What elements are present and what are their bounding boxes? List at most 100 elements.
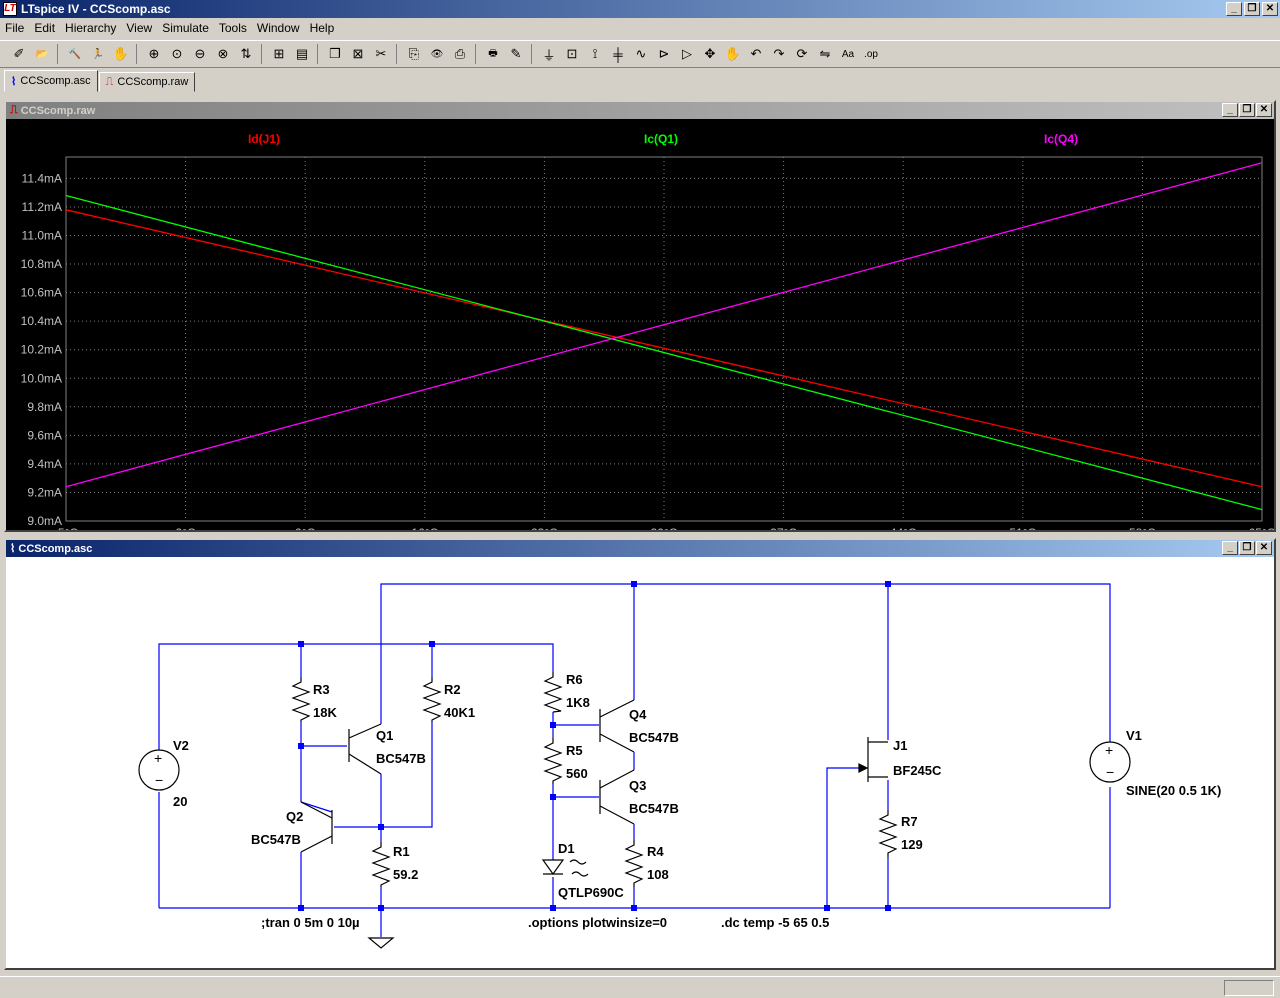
- resistor-r6-symbol: [543, 672, 563, 713]
- waveform-icon: ⎍: [10, 104, 18, 116]
- close-button[interactable]: ✕: [1256, 103, 1272, 117]
- print-icon[interactable]: 🖶: [488, 47, 498, 59]
- close-button[interactable]: ✕: [1262, 2, 1278, 16]
- d1-name: D1: [558, 841, 575, 856]
- capacitor-icon[interactable]: ╪: [613, 46, 623, 62]
- schematic-window-titlebar[interactable]: ⌇ CCScomp.asc _ ❐ ✕: [6, 540, 1274, 557]
- x-tick-label: 16°C: [411, 526, 438, 530]
- menu-help[interactable]: Help: [309, 21, 335, 35]
- series-line-1: [65, 194, 1263, 511]
- toolbar-separator: [136, 44, 142, 64]
- tab-schematic[interactable]: ⌇ CCScomp.asc: [4, 70, 98, 92]
- legend-label: Ic(Q1): [644, 132, 678, 146]
- x-tick-label: 23°C: [531, 526, 558, 530]
- toolbar-separator: [396, 44, 402, 64]
- minimize-button[interactable]: _: [1226, 2, 1242, 16]
- rotate-icon[interactable]: ⟳: [796, 46, 808, 61]
- inductor-icon[interactable]: ∿: [635, 46, 647, 61]
- tile-horizontal-icon[interactable]: ▤: [295, 46, 309, 61]
- minimize-button[interactable]: _: [1222, 103, 1238, 117]
- mirror-icon[interactable]: ⇋: [819, 46, 831, 61]
- v2-value: 20: [173, 794, 187, 809]
- find-icon[interactable]: 👁: [430, 48, 444, 60]
- q4-name: Q4: [629, 707, 647, 722]
- component-icon[interactable]: ▷: [682, 46, 692, 61]
- waveform-plot[interactable]: -5°C2°C9°C16°C23°C30°C37°C44°C51°C58°C65…: [6, 119, 1274, 530]
- zoom-area-icon[interactable]: ⊙: [171, 46, 183, 61]
- r2-name: R2: [444, 682, 461, 697]
- q4-value: BC547B: [629, 730, 679, 745]
- resistor-r1-symbol: [371, 842, 391, 887]
- undo-icon[interactable]: ↶: [750, 46, 762, 61]
- diode-icon[interactable]: ⊳: [658, 46, 670, 61]
- q3-value: BC547B: [629, 801, 679, 816]
- cascade-icon[interactable]: ❐: [329, 46, 341, 61]
- plot-window-titlebar[interactable]: ⎍ CCScomp.raw _ ❐ ✕: [6, 102, 1274, 119]
- series-line-2: [65, 162, 1263, 488]
- drag-icon[interactable]: ✋: [724, 46, 742, 61]
- menu-hierarchy[interactable]: Hierarchy: [65, 21, 117, 35]
- waveform-icon: ⎍: [105, 75, 114, 88]
- resistor-icon[interactable]: ⟟: [592, 46, 598, 61]
- spice-directive-icon[interactable]: .op: [864, 48, 878, 60]
- halt-icon[interactable]: ✋: [112, 46, 130, 61]
- minimize-button[interactable]: _: [1222, 541, 1238, 555]
- close-button[interactable]: ✕: [1256, 541, 1272, 555]
- tab-waveform[interactable]: ⎍ CCScomp.raw: [98, 72, 196, 92]
- control-panel-icon[interactable]: 🔨: [68, 48, 82, 60]
- source-polarity: +− +−: [154, 742, 1114, 788]
- schematic-canvas[interactable]: +− +− R3 18K R2 40K1 Q1 BC547B Q2 BC547B…: [6, 557, 1274, 968]
- x-tick-label: 9°C: [295, 526, 315, 530]
- zoom-out-icon[interactable]: ⊖: [194, 46, 206, 61]
- new-schematic-icon[interactable]: ✐: [13, 46, 25, 61]
- toolbar-separator: [317, 44, 323, 64]
- d1-value: QTLP690C: [558, 885, 624, 900]
- cut-icon[interactable]: ✂: [375, 46, 387, 61]
- menu-file[interactable]: File: [5, 21, 25, 35]
- print-setup-icon[interactable]: ⎙: [454, 46, 466, 61]
- component-labels: R3 18K R2 40K1 Q1 BC547B Q2 BC547B R1 59…: [173, 672, 1221, 930]
- y-tick-label: 10.6mA: [21, 286, 62, 300]
- restore-button[interactable]: ❐: [1239, 103, 1255, 117]
- menu-edit[interactable]: Edit: [34, 21, 56, 35]
- app-titlebar: LT LTspice IV - CCScomp.asc _ ❐ ✕: [0, 0, 1280, 18]
- voltage-source-v1-symbol: [1089, 741, 1131, 783]
- schematic-icon: ⌇: [11, 75, 17, 88]
- ground-icon[interactable]: ⏚: [542, 47, 556, 63]
- legend-label: Id(J1): [248, 132, 280, 146]
- x-tick-label: 51°C: [1009, 526, 1036, 530]
- draw-wire-icon[interactable]: ✎: [510, 46, 522, 61]
- toolbar-separator: [475, 44, 481, 64]
- y-tick-label: 9.8mA: [27, 400, 62, 414]
- restore-button[interactable]: ❐: [1239, 541, 1255, 555]
- x-tick-label: 2°C: [176, 526, 196, 530]
- menu-window[interactable]: Window: [256, 21, 300, 35]
- label-net-icon[interactable]: ⊡: [566, 46, 578, 61]
- move-icon[interactable]: ✥: [704, 46, 716, 61]
- plot-settings-icon[interactable]: ⊞: [273, 46, 285, 61]
- toolbar-separator: [261, 44, 267, 64]
- menu-view[interactable]: View: [126, 21, 153, 35]
- run-icon[interactable]: 🏃: [91, 48, 105, 60]
- toolbar: ✐ 📂 🔨 🏃 ✋ ⊕ ⊙ ⊖ ⊗ ⇅ ⊞ ▤ ❐ ⊠ ✂ ⎘ 👁 ⎙ 🖶 ✎ ⏚ ⊡ ⟟ ╪ ∿ ⊳ ▷ ✥ ✋ ↶ ↷ ⟳ ⇋ Aa .op: [0, 40, 1280, 68]
- schematic-window: ⌇ CCScomp.asc _ ❐ ✕: [4, 538, 1276, 970]
- autorange-icon[interactable]: ⇅: [240, 46, 252, 61]
- text-icon[interactable]: Aa: [841, 48, 855, 60]
- y-tick-label: 9.4mA: [27, 457, 62, 471]
- q3-name: Q3: [629, 778, 646, 793]
- toolbar-separator: [57, 44, 63, 64]
- legend-label: Ic(Q4): [1044, 132, 1078, 146]
- q1-value: BC547B: [376, 751, 426, 766]
- menu-tools[interactable]: Tools: [218, 21, 247, 35]
- redo-icon[interactable]: ↷: [773, 46, 785, 61]
- open-icon[interactable]: 📂: [35, 48, 49, 60]
- zoom-in-icon[interactable]: ⊕: [148, 46, 160, 61]
- schematic-icon: ⌇: [10, 543, 16, 555]
- zoom-cancel-icon[interactable]: ⊗: [217, 46, 229, 61]
- restore-button[interactable]: ❐: [1244, 2, 1260, 16]
- menu-simulate[interactable]: Simulate: [162, 21, 209, 35]
- schematic-window-title: CCScomp.asc: [18, 542, 93, 555]
- close-all-icon[interactable]: ⊠: [352, 46, 364, 61]
- copy-icon[interactable]: ⎘: [408, 46, 420, 61]
- options-directive: .options plotwinsize=0: [528, 915, 667, 930]
